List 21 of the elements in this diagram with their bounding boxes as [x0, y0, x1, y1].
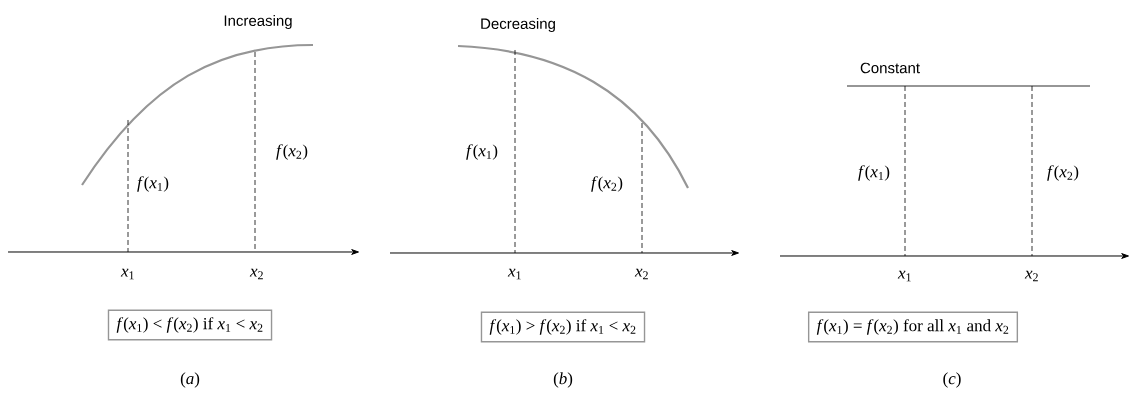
formula-box: f(x$_{1}$) = f(x$_{2}$) for all x$_{1}$ and x$_{2}$ — [807, 311, 1019, 343]
math-label: x$_{1}$ — [507, 268, 521, 280]
math-label: f(x$_{2}$) — [276, 144, 308, 160]
math-label: f(x$_{1}$) — [858, 165, 890, 181]
math-label: x$_{1}$ — [897, 270, 911, 282]
panel-caption: (b) — [553, 372, 573, 388]
formula-box: f(x$_{1}$) > f(x$_{2}$) if x$_{1}$ < x$_{2}$ — [480, 311, 646, 343]
math-label: f(x$_{1}$) — [137, 176, 169, 192]
panel-title: Constant — [860, 62, 920, 74]
panel-title: Decreasing — [481, 18, 555, 32]
math-label: x$_{2}$ — [249, 268, 263, 280]
panel-caption: (a) — [180, 372, 200, 388]
formula-box: f(x$_{1}$) < f(x$_{2}$) if x$_{1}$ < x$_{2}$ — [107, 309, 273, 341]
math-label: x$_{1}$ — [120, 268, 134, 280]
math-label: x$_{2}$ — [1024, 270, 1038, 282]
panel-title: Increasing — [224, 15, 292, 29]
math-label: x$_{2}$ — [634, 268, 648, 280]
panel-caption: (c) — [943, 372, 961, 388]
math-label: f(x$_{1}$) — [466, 144, 498, 160]
math-label: f(x$_{2}$) — [1047, 165, 1079, 181]
math-label: f(x$_{2}$) — [591, 176, 623, 192]
